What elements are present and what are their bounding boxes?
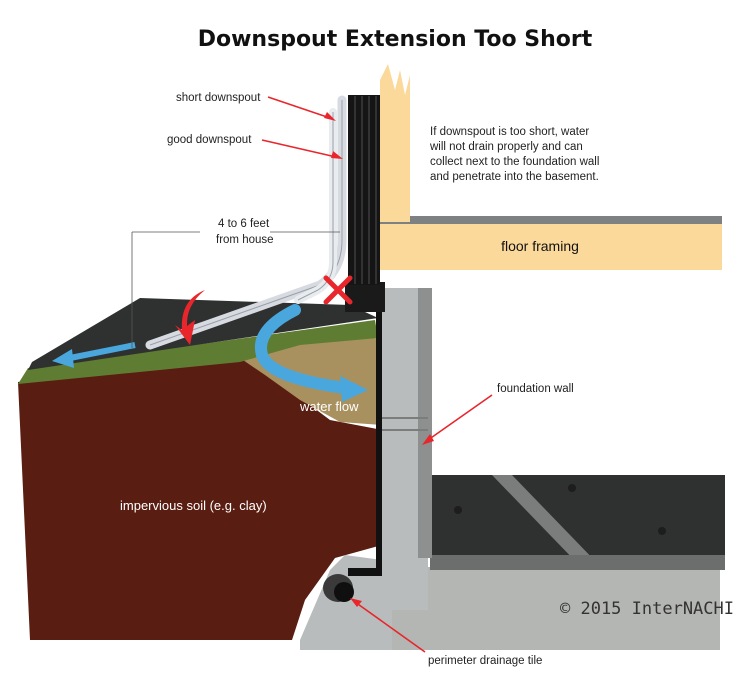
pointer-foundation-wall bbox=[427, 394, 493, 441]
basement-slab-top bbox=[430, 475, 725, 566]
floor-framing-label: floor framing bbox=[501, 238, 579, 254]
wall-stud bbox=[380, 64, 410, 222]
pointer-short-downspout bbox=[267, 96, 331, 119]
short-downspout-label: short downspout bbox=[176, 92, 261, 104]
pointer-head bbox=[422, 434, 434, 445]
red-curved-arrow-icon bbox=[175, 290, 205, 345]
water-arrow-left-icon bbox=[69, 342, 136, 361]
foundation-wall-label: foundation wall bbox=[497, 383, 574, 395]
slab-dot bbox=[658, 527, 666, 535]
siding-battens bbox=[354, 96, 377, 284]
note-line-4: and penetrate into the basement. bbox=[430, 171, 599, 183]
distance-label-line1: 4 to 6 feet bbox=[218, 218, 270, 230]
diagram-title: Downspout Extension Too Short bbox=[198, 27, 593, 52]
pointer-drainage-tile bbox=[354, 601, 426, 653]
slab-dot bbox=[454, 506, 462, 514]
water-arrow-left-head bbox=[52, 349, 74, 368]
wall-membrane bbox=[376, 290, 382, 575]
impervious-soil bbox=[18, 355, 382, 640]
distance-label-line2: from house bbox=[216, 234, 274, 246]
pointer-head bbox=[324, 112, 336, 121]
wrong-x-icon bbox=[323, 275, 353, 305]
foundation-wall-face bbox=[418, 288, 432, 558]
pointer-head bbox=[331, 151, 343, 159]
slab-edge bbox=[430, 555, 725, 570]
perimeter-drainage-tile-label: perimeter drainage tile bbox=[428, 655, 542, 667]
water-flow-arrow-head bbox=[340, 376, 368, 402]
basement-slab-side bbox=[380, 567, 720, 650]
drainage-tile-end bbox=[334, 582, 354, 602]
footing bbox=[300, 555, 392, 650]
siding bbox=[348, 95, 380, 285]
copyright-text: © 2015 InterNACHI bbox=[560, 599, 734, 619]
grass-strip bbox=[18, 320, 378, 384]
footing-key bbox=[348, 568, 382, 576]
note-line-3: collect next to the foundation wall bbox=[430, 156, 599, 168]
slab-dot bbox=[568, 484, 576, 492]
water-flow-arrow-icon bbox=[255, 304, 351, 394]
slab-joint bbox=[492, 475, 600, 566]
pointer-head bbox=[350, 598, 362, 607]
floor-framing bbox=[380, 222, 722, 270]
note-line-1: If downspout is too short, water bbox=[430, 126, 589, 138]
water-flow-label: water flow bbox=[299, 399, 359, 414]
subfloor bbox=[380, 216, 722, 224]
short-downspout bbox=[294, 108, 337, 304]
pointer-good-downspout bbox=[261, 139, 337, 158]
impervious-soil-label: impervious soil (e.g. clay) bbox=[120, 498, 267, 513]
sill-plate bbox=[345, 282, 385, 312]
good-downspout-label: good downspout bbox=[167, 134, 252, 146]
note-line-2: will not drain properly and can bbox=[429, 141, 583, 153]
